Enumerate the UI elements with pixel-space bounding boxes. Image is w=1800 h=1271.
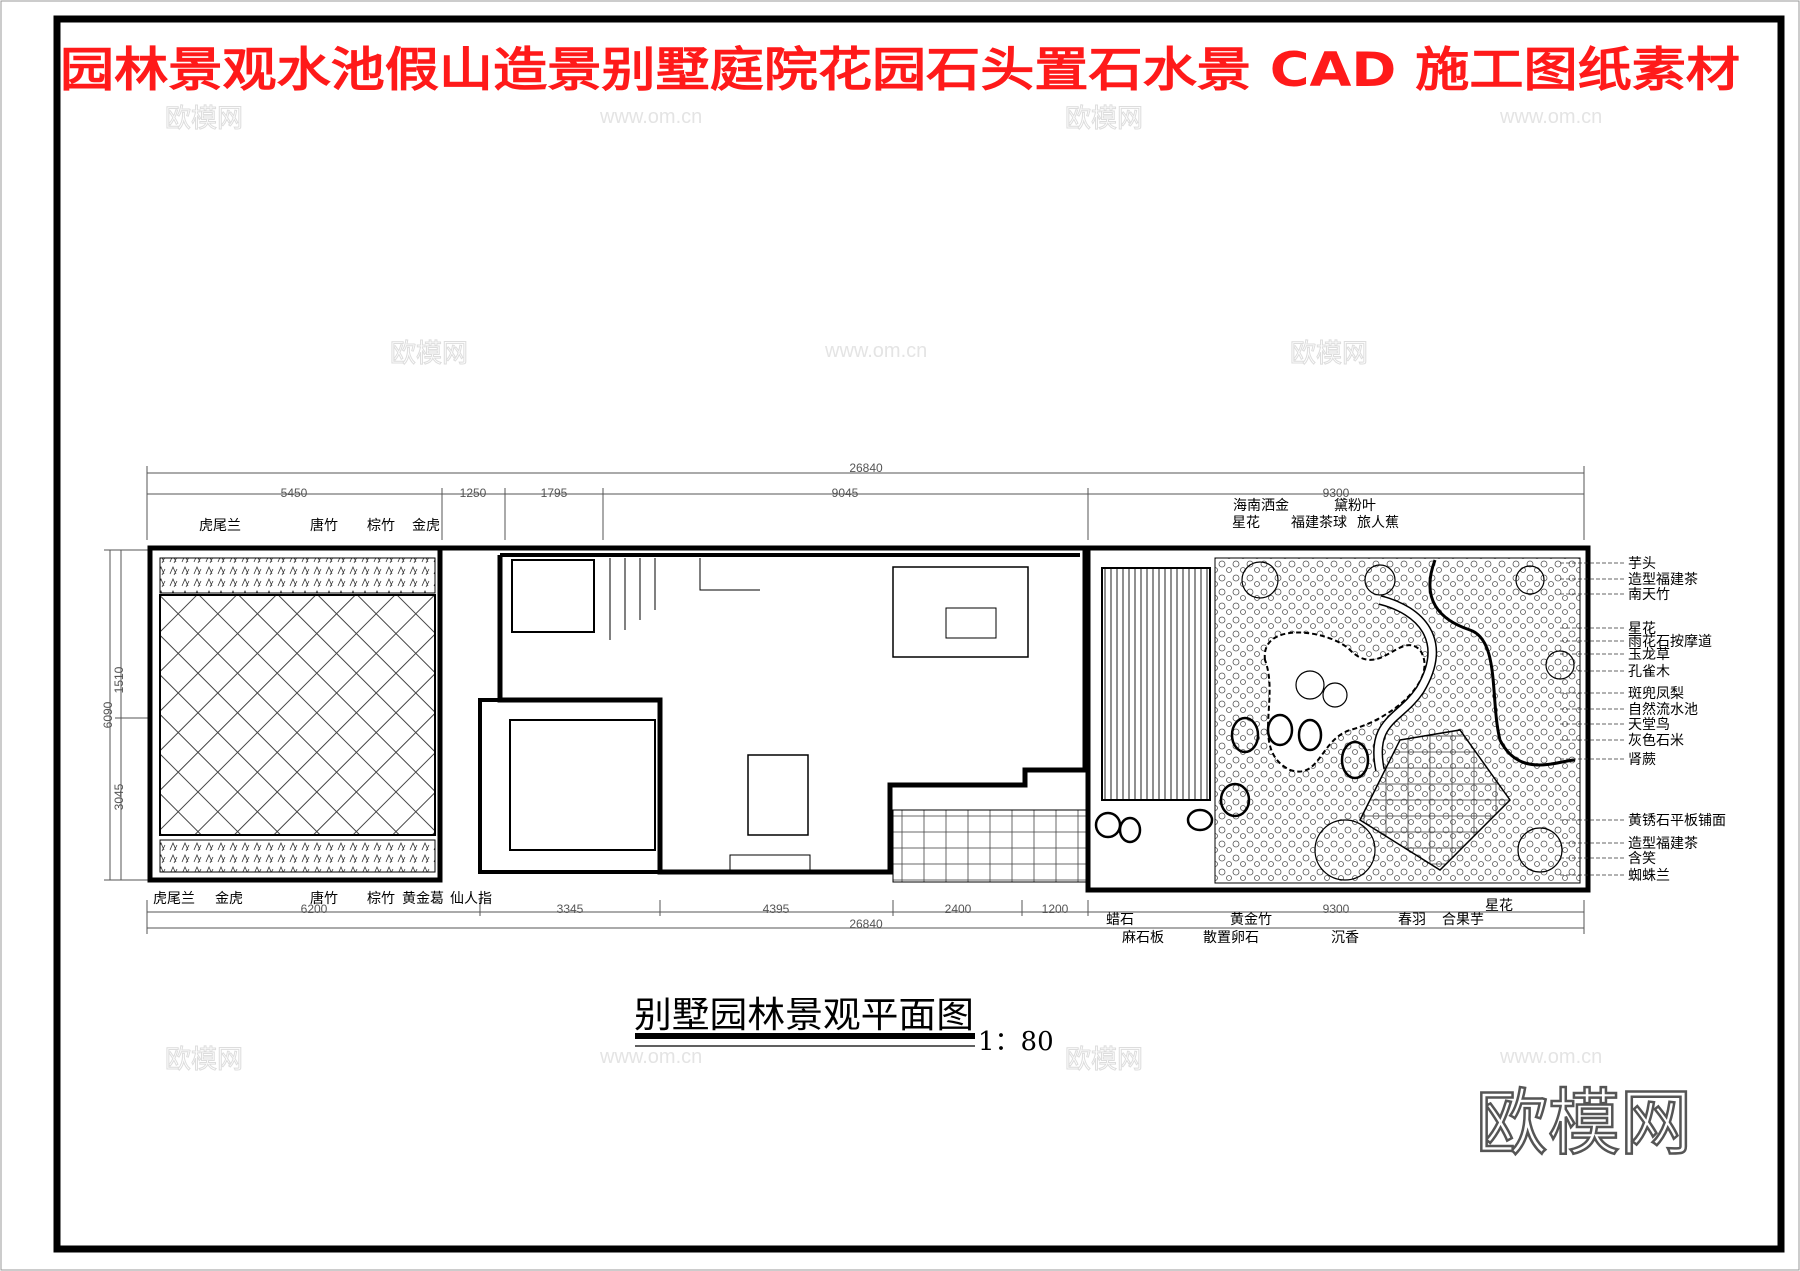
paving-area — [159, 594, 436, 836]
label: 福建茶球 — [1291, 515, 1347, 531]
planting-bed — [159, 839, 436, 873]
label: 黄锈石平板铺面 — [1628, 812, 1726, 829]
label: 春羽 — [1398, 912, 1426, 928]
watermark: 欧模网 — [165, 104, 243, 134]
label: 天堂鸟 — [1628, 717, 1670, 733]
dimension: 2400 — [945, 902, 972, 916]
watermark: 欧模网 — [390, 339, 468, 369]
dimension: 1510 — [112, 666, 126, 693]
label: 斑兜凤梨 — [1628, 686, 1684, 702]
back-garden — [1085, 545, 1591, 893]
dimension: 9300 — [1323, 486, 1350, 500]
watermark: 欧模网 — [1065, 104, 1143, 134]
plan-title: 别墅园林景观平面图 — [634, 995, 974, 1036]
plan-scale: 1：80 — [978, 1027, 1054, 1057]
dimension: 6090 — [101, 701, 115, 728]
label: 合果芋 — [1442, 912, 1484, 928]
watermark: www.om.cn — [599, 106, 702, 128]
front-courtyard — [147, 545, 443, 883]
label: 棕竹 — [367, 891, 395, 907]
watermark: www.om.cn — [824, 340, 927, 362]
label: 麻石板 — [1122, 930, 1164, 946]
label: 蜘蛛兰 — [1628, 868, 1670, 884]
dimension: 4395 — [763, 902, 790, 916]
dimension: 1250 — [460, 486, 487, 500]
watermark: www.om.cn — [599, 1046, 702, 1068]
dimension-lines-bottom — [146, 900, 1585, 934]
label: 南天竹 — [1628, 587, 1670, 603]
label: 星花 — [1628, 621, 1656, 637]
label: 玉龙草 — [1628, 647, 1670, 663]
watermark: www.om.cn — [1499, 1046, 1602, 1068]
label: 孔雀木 — [1628, 664, 1670, 680]
watermark: www.om.cn — [1499, 106, 1602, 128]
label: 唐竹 — [310, 517, 338, 534]
watermark: 欧模网 — [1290, 339, 1368, 369]
label: 黄金竹 — [1230, 911, 1272, 928]
label: 造型福建茶 — [1628, 572, 1698, 588]
label: 虎尾兰 — [199, 518, 241, 534]
timber-deck — [1101, 567, 1211, 801]
watermark-logo: 欧模网 — [1476, 1081, 1692, 1165]
rust-stone-paving — [1359, 729, 1511, 871]
sofa-set — [892, 566, 1029, 658]
watermark: 欧模网 — [1065, 1045, 1143, 1075]
watermark: 欧模网 — [165, 1045, 243, 1075]
dimension-lines-left — [104, 549, 150, 881]
label: 海南洒金 — [1233, 498, 1289, 514]
label: 肾蕨 — [1628, 752, 1656, 768]
label: 黄金葛 — [402, 890, 444, 907]
label: 造型福建茶 — [1628, 836, 1698, 852]
label: 散置卵石 — [1203, 930, 1259, 946]
dimension: 9045 — [832, 486, 859, 500]
page-title: 园林景观水池假山造景别墅庭院花园石头置石水景 CAD 施工图纸素材 — [60, 43, 1740, 98]
plan-title-underline — [635, 1033, 975, 1039]
label: 仙人指 — [450, 891, 492, 907]
dimension: 3345 — [557, 902, 584, 916]
label: 黛粉叶 — [1334, 498, 1376, 514]
dimension-total-top: 26840 — [849, 461, 883, 475]
label: 金虎 — [215, 891, 243, 907]
label: 雨花石按摩道 — [1628, 633, 1712, 650]
dimension: 5450 — [281, 486, 308, 500]
label: 含笑 — [1628, 851, 1656, 867]
label: 沉香 — [1331, 930, 1359, 946]
label: 棕竹 — [367, 518, 395, 534]
dimension: 1200 — [1042, 902, 1069, 916]
label: 星花 — [1232, 515, 1260, 531]
label: 芋头 — [1628, 556, 1656, 572]
plant-labels: 虎尾兰 唐竹 棕竹 金虎 虎尾兰 金虎 唐竹 棕竹 黄金葛 仙人指 海南洒金 星… — [153, 498, 1726, 946]
label: 星花 — [1485, 898, 1513, 914]
dimension-total-bottom: 26840 — [849, 917, 883, 931]
label: 金虎 — [412, 518, 440, 534]
drawing-frame — [53, 15, 1785, 1253]
label: 旅人蕉 — [1357, 515, 1399, 531]
label: 灰色石米 — [1628, 732, 1684, 749]
dining-table — [747, 754, 809, 836]
dimension-lines-top — [146, 466, 1585, 540]
dimension: 6200 — [301, 902, 328, 916]
floor-plan — [147, 545, 1591, 893]
watermarks: 欧模网 www.om.cn 欧模网 www.om.cn 欧模网 www.om.c… — [165, 104, 1603, 1076]
dimension: 1795 — [541, 486, 568, 500]
label: 蜡石 — [1106, 912, 1134, 928]
label: 虎尾兰 — [153, 891, 195, 907]
shrubs — [1241, 561, 1575, 881]
dimension: 3045 — [112, 783, 126, 810]
label: 唐竹 — [310, 890, 338, 907]
boulders — [1094, 713, 1370, 844]
planting-bed — [159, 557, 436, 594]
label: 自然流水池 — [1628, 701, 1698, 718]
dimension: 9300 — [1323, 902, 1350, 916]
